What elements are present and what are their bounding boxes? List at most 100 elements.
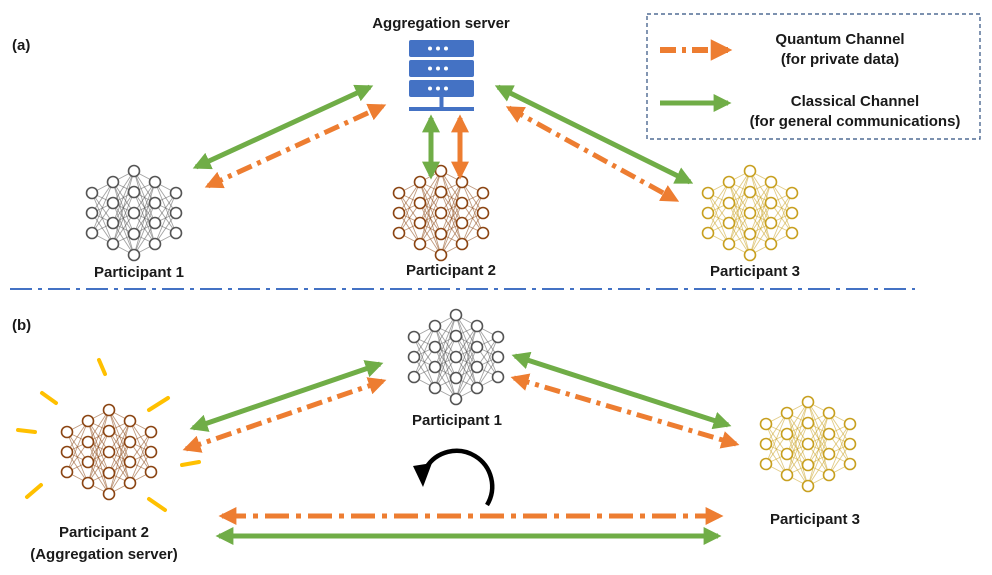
network-node: [449, 392, 463, 406]
network-node: [428, 381, 442, 395]
network-node: [455, 216, 469, 230]
network-node: [85, 186, 99, 200]
network-node: [413, 237, 427, 251]
network-edge: [129, 431, 152, 484]
network-edge: [112, 170, 135, 224]
network-node: [449, 308, 463, 322]
network-node: [392, 206, 406, 220]
network-node: [455, 237, 469, 251]
network-node: [434, 164, 448, 178]
rotation-arrow-icon: [413, 448, 495, 507]
network-node: [148, 237, 162, 251]
participant-3-label-b: Participant 3: [770, 511, 860, 528]
network-node: [449, 329, 463, 343]
network-node: [106, 175, 120, 189]
network-node: [801, 416, 815, 430]
network-node: [407, 350, 421, 364]
network-node: [413, 196, 427, 210]
network-node: [759, 437, 773, 451]
network-node: [127, 248, 141, 262]
quantum-channel-p1-p3: [510, 373, 740, 449]
network-edge: [749, 202, 772, 256]
network-node: [701, 206, 715, 220]
network-node: [123, 455, 137, 469]
network-edge: [749, 181, 772, 235]
network-node: [60, 445, 74, 459]
network-node: [491, 350, 505, 364]
network-edge: [133, 181, 156, 256]
network-node: [722, 237, 736, 251]
network-edge: [87, 409, 110, 463]
participant-2-network-b: [60, 403, 158, 501]
network-node: [822, 447, 836, 461]
network-node: [470, 319, 484, 333]
network-node: [491, 370, 505, 384]
network-node: [764, 196, 778, 210]
network-node: [822, 468, 836, 482]
network-node: [413, 175, 427, 189]
network-edge: [91, 181, 114, 234]
participant-2-label-b: Participant 2: [59, 524, 149, 541]
network-node: [780, 468, 794, 482]
network-edge: [133, 222, 156, 256]
network-edge: [765, 412, 788, 465]
network-edge: [455, 325, 478, 400]
participant-1-label-b: Participant 1: [412, 412, 502, 429]
network-node: [743, 206, 757, 220]
network-node: [148, 196, 162, 210]
network-node: [743, 164, 757, 178]
network-edge: [440, 181, 463, 256]
panel-b-label: (b): [12, 317, 31, 334]
network-node: [102, 466, 116, 480]
network-node: [169, 206, 183, 220]
network-edge: [398, 181, 421, 234]
network-node: [123, 435, 137, 449]
participant-1-network-b: [407, 308, 505, 406]
participant-2-network-a: [392, 164, 490, 262]
network-node: [491, 330, 505, 344]
network-node: [81, 455, 95, 469]
network-node: [428, 360, 442, 374]
network-node: [801, 458, 815, 472]
network-node: [434, 206, 448, 220]
legend-box: [646, 13, 981, 140]
network-edge: [828, 423, 851, 476]
network-node: [449, 371, 463, 385]
network-node: [843, 457, 857, 471]
network-node: [106, 237, 120, 251]
network-node: [407, 370, 421, 384]
network-node: [81, 414, 95, 428]
network-node: [470, 340, 484, 354]
network-edge: [108, 420, 131, 495]
network-edge: [108, 441, 131, 495]
network-edge: [807, 412, 830, 466]
network-node: [434, 185, 448, 199]
network-edge: [112, 191, 135, 245]
network-edge: [87, 409, 110, 443]
network-edge: [807, 433, 830, 487]
network-node: [169, 186, 183, 200]
legend-quantum-sub: (for private data): [781, 51, 899, 68]
network-edge: [87, 430, 110, 484]
network-node: [449, 350, 463, 364]
network-node: [169, 226, 183, 240]
quantum-channel-p2-p1: [182, 377, 387, 453]
network-node: [144, 425, 158, 439]
network-edge: [66, 420, 89, 473]
network-edge: [87, 409, 110, 484]
network-edge: [455, 366, 478, 400]
network-node: [85, 206, 99, 220]
network-edge: [728, 170, 751, 204]
network-node: [476, 186, 490, 200]
network-node: [764, 237, 778, 251]
participant-1-label-a: Participant 1: [94, 264, 184, 281]
network-edge: [455, 346, 478, 400]
network-node: [434, 227, 448, 241]
network-node: [102, 487, 116, 501]
participant-3-network-a: [701, 164, 799, 262]
network-edge: [786, 401, 809, 476]
network-node: [743, 185, 757, 199]
network-node: [144, 445, 158, 459]
participant-2-label-a: Participant 2: [406, 262, 496, 279]
